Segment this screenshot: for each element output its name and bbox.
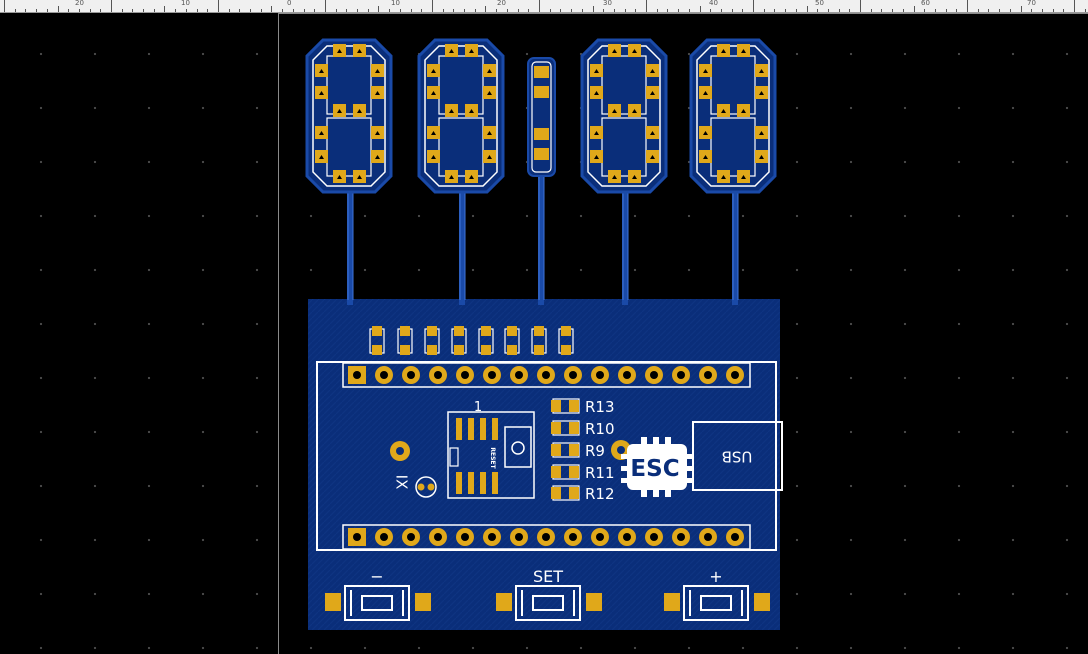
ruler-label: 70 — [1027, 0, 1036, 7]
resistor-label: R9 — [585, 442, 605, 460]
button-label: + — [709, 567, 722, 586]
led-resistor-footprint — [424, 326, 440, 355]
led-resistor-footprint — [531, 326, 547, 355]
header-pin — [348, 528, 366, 546]
resistor-label: R13 — [585, 398, 615, 416]
header-pin — [591, 528, 609, 546]
resistor: R9 — [551, 442, 605, 460]
header-pin — [699, 366, 717, 384]
ruler-label: 50 — [815, 0, 824, 7]
usb-label: USB — [722, 448, 753, 466]
header-pin — [726, 528, 744, 546]
header-pin — [456, 528, 474, 546]
header-pin — [348, 366, 366, 384]
origin-axis-vertical — [278, 13, 279, 654]
digit-connector-highlights — [347, 175, 739, 300]
button-label: SET — [533, 567, 563, 586]
digit-connector-traces — [347, 172, 738, 305]
button-label: − — [370, 567, 383, 586]
header-pin — [672, 528, 690, 546]
led-resistor-footprint — [558, 326, 574, 355]
header-pin — [645, 366, 663, 384]
top-component-row — [369, 326, 574, 355]
header-pin — [510, 528, 528, 546]
reset-label: RESET — [489, 447, 496, 469]
led-resistor-footprint — [478, 326, 494, 355]
chip-pin1-label: 1 — [474, 400, 482, 415]
header-pin — [483, 528, 501, 546]
header-pin — [699, 528, 717, 546]
resistor: R10 — [551, 420, 615, 438]
ruler-label: 0 — [287, 0, 292, 7]
header-pin — [375, 528, 393, 546]
top-ruler[interactable]: 20 10 0 10 20 30 40 50 60 70 — [0, 0, 1088, 13]
header-pin — [672, 366, 690, 384]
header-pin — [618, 366, 636, 384]
header-pin — [726, 366, 744, 384]
ir-label: IX — [393, 475, 411, 490]
resistor: R12 — [551, 485, 615, 503]
pin-header-top — [342, 362, 751, 388]
ruler-label: 40 — [709, 0, 718, 7]
resistor-label: R10 — [585, 420, 615, 438]
resistor-label: R11 — [585, 464, 615, 482]
tactile-button: SET — [496, 567, 602, 621]
header-pin — [456, 366, 474, 384]
seven-segment-digits — [305, 38, 777, 194]
ruler-label: 20 — [75, 0, 84, 7]
header-pin — [618, 528, 636, 546]
tactile-button: + — [664, 567, 770, 621]
header-pin — [591, 366, 609, 384]
pin-header-bottom — [342, 524, 751, 550]
resistor: R11 — [551, 464, 615, 482]
origin-axis-horizontal — [278, 13, 1088, 14]
tactile-button: − — [325, 567, 431, 621]
colon-board — [527, 57, 556, 177]
digit-board — [580, 38, 668, 194]
main-board — [308, 299, 780, 630]
ruler-label: 10 — [181, 0, 190, 7]
esc-logo: ESC — [621, 437, 693, 497]
ruler-label: 30 — [603, 0, 612, 7]
logo-text: ESC — [630, 456, 679, 482]
header-pin — [537, 366, 555, 384]
header-pin — [537, 528, 555, 546]
header-pin — [645, 528, 663, 546]
header-pin — [564, 528, 582, 546]
ruler-label: 20 — [497, 0, 506, 7]
tactile-buttons: − SET + — [325, 567, 770, 621]
led-resistor-footprint — [451, 326, 467, 355]
header-pin — [564, 366, 582, 384]
microcontroller-chip — [447, 411, 535, 499]
resistor: R13 — [551, 398, 615, 416]
led-resistor-footprint — [369, 326, 385, 355]
ir-receiver-footprint — [390, 440, 631, 498]
ruler-label: 60 — [921, 0, 930, 7]
header-pin — [375, 366, 393, 384]
digit-board — [305, 38, 393, 194]
header-pin — [402, 528, 420, 546]
header-pin — [429, 528, 447, 546]
header-pin — [510, 366, 528, 384]
led-resistor-footprint — [504, 326, 520, 355]
header-pin — [429, 366, 447, 384]
resistor-label: R12 — [585, 485, 615, 503]
led-resistor-footprint — [397, 326, 413, 355]
digit-board — [417, 38, 505, 194]
ruler-label: 10 — [391, 0, 400, 7]
header-pin — [483, 366, 501, 384]
digit-board — [689, 38, 777, 194]
header-pin — [402, 366, 420, 384]
